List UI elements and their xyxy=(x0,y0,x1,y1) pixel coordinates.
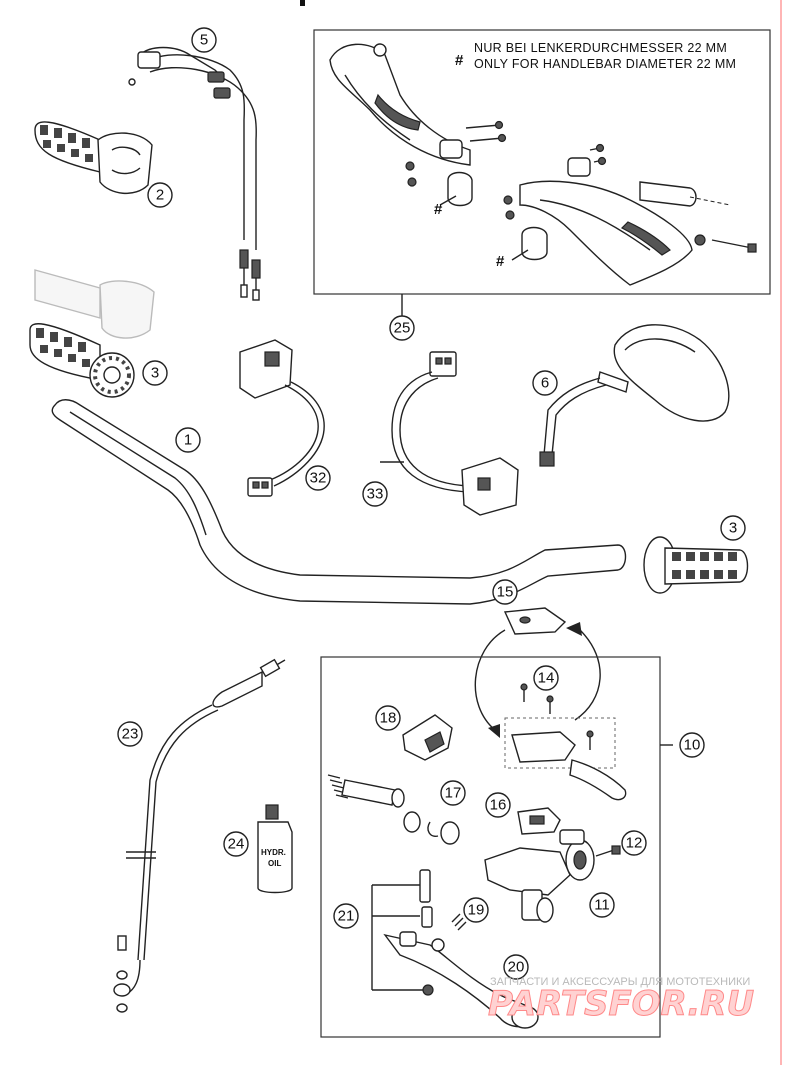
svg-text:12: 12 xyxy=(626,835,643,852)
switch-32 xyxy=(239,339,325,497)
handlebar xyxy=(51,399,627,605)
switch-33 xyxy=(380,351,519,516)
svg-text:19: 19 xyxy=(468,902,485,919)
callout-11: 11 xyxy=(589,892,615,918)
note-line-english: ONLY FOR HANDLEBAR DIAMETER 22 MM xyxy=(474,57,736,71)
callout-1: 1 xyxy=(175,427,201,453)
handguard-bolts-left xyxy=(405,120,507,187)
callout-21: 21 xyxy=(333,903,359,929)
svg-text:6: 6 xyxy=(541,375,549,392)
brake-master-group-box xyxy=(320,656,661,1038)
screws-14 xyxy=(520,683,554,714)
handguard-left xyxy=(329,43,471,166)
svg-text:21: 21 xyxy=(338,908,355,925)
hash-mark-clamp-right: # xyxy=(496,253,505,270)
svg-text:32: 32 xyxy=(310,470,327,487)
diaphragm-16 xyxy=(517,807,561,835)
watermark-tagline: ЗАПЧАСТИ И АКСЕССУАРЫ ДЛЯ МОТОТЕХНИКИ xyxy=(490,976,750,988)
svg-text:25: 25 xyxy=(394,320,411,337)
throttle-grip-assembly xyxy=(34,121,153,194)
callout-24: 24 xyxy=(223,831,249,857)
boot-18 xyxy=(402,714,453,761)
callout-10: 10 xyxy=(679,732,705,758)
svg-text:1: 1 xyxy=(184,432,192,449)
handguard-right xyxy=(503,143,693,286)
svg-text:10: 10 xyxy=(684,737,701,754)
brake-lever-20 xyxy=(383,931,539,1029)
svg-text:2: 2 xyxy=(156,187,164,204)
callout-25: 25 xyxy=(389,315,415,341)
hydraulic-oil-bottle: HYDR. OIL xyxy=(257,804,293,894)
svg-text:3: 3 xyxy=(151,365,159,382)
grip-right xyxy=(643,536,749,594)
callout-19: 19 xyxy=(463,897,489,923)
hash-mark-clamp-left: # xyxy=(434,201,443,218)
svg-text:11: 11 xyxy=(594,897,610,914)
piston-spring-17 xyxy=(327,774,460,845)
handguard-group-box xyxy=(313,29,771,295)
callout-3-left: 3 xyxy=(142,360,168,386)
svg-text:16: 16 xyxy=(490,797,507,814)
grip-left xyxy=(29,323,135,398)
top-crop-mark xyxy=(300,0,305,6)
mirror xyxy=(539,324,730,467)
brake-line-23 xyxy=(113,658,286,1013)
svg-text:20: 20 xyxy=(508,959,525,976)
callout-14: 14 xyxy=(533,665,559,691)
assembly-cycle-arrows xyxy=(474,622,601,738)
svg-text:3: 3 xyxy=(729,520,737,537)
note-line-german: NUR BEI LENKERDURCHMESSER 22 MM xyxy=(474,41,727,55)
oil-label-line1: HYDR. xyxy=(261,848,286,857)
svg-text:5: 5 xyxy=(200,32,208,49)
spring-19 xyxy=(451,913,467,931)
ghost-throttle-reference xyxy=(34,269,155,339)
note-hash-symbol: # xyxy=(455,52,464,69)
reservoir-cover-15 xyxy=(503,607,567,635)
callout-16: 16 xyxy=(485,792,511,818)
callout-5: 5 xyxy=(191,27,217,53)
watermark-logo: PARTSFOR.RU xyxy=(488,984,754,1024)
clamp-left: # xyxy=(434,171,473,218)
svg-text:17: 17 xyxy=(445,785,462,802)
callout-12: 12 xyxy=(621,830,647,856)
svg-text:24: 24 xyxy=(228,836,245,853)
master-cylinder-body xyxy=(484,829,595,923)
svg-text:18: 18 xyxy=(380,710,397,727)
pivot-bolt-21 xyxy=(371,869,434,996)
svg-text:33: 33 xyxy=(367,486,384,503)
callout-33: 33 xyxy=(362,481,388,507)
callout-6: 6 xyxy=(532,370,558,396)
callout-3-right: 3 xyxy=(720,515,746,541)
clamp-right: # xyxy=(496,226,548,270)
throttle-cables xyxy=(128,46,261,301)
callout-2: 2 xyxy=(147,182,173,208)
callout-23: 23 xyxy=(117,721,143,747)
callout-18: 18 xyxy=(375,705,401,731)
svg-text:23: 23 xyxy=(122,726,139,743)
svg-text:14: 14 xyxy=(538,670,555,687)
master-cylinder-ghost xyxy=(504,717,627,801)
svg-text:15: 15 xyxy=(497,584,514,601)
handlebar-end-stub xyxy=(639,181,757,253)
callout-20: 20 xyxy=(503,954,529,980)
bolt-12 xyxy=(595,845,621,857)
callout-32: 32 xyxy=(305,465,331,491)
callout-15: 15 xyxy=(492,579,518,605)
callout-17: 17 xyxy=(440,780,466,806)
oil-label-line2: OIL xyxy=(268,859,281,868)
